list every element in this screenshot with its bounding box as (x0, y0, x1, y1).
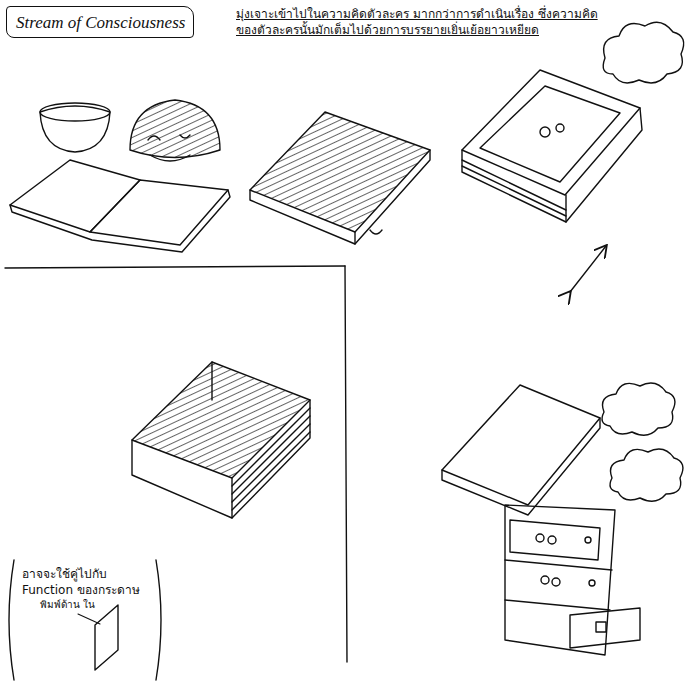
title-text: Stream of Consciousness (16, 13, 184, 33)
paper-label: พิมพ์ด้าน ใน (40, 598, 100, 612)
note-text: มุ่งเจาะเข้าไปในความคิดตัวละคร มากกว่ากา… (236, 6, 606, 38)
title-box: Stream of Consciousness (6, 6, 194, 38)
side-note: อาจจะใช้คู่ไปกับ Function ของกระดาษ (22, 566, 154, 598)
